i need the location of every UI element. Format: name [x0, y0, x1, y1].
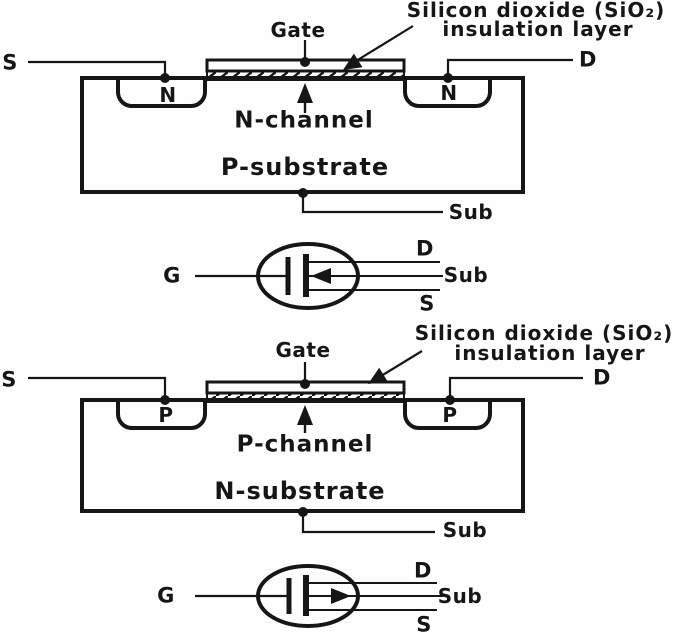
source-wire: [28, 376, 167, 399]
insulation-label-line2: insulation layer: [454, 341, 646, 365]
source-p-well: [116, 399, 207, 430]
substrate-contact: [298, 188, 308, 198]
source-contact: [160, 395, 170, 405]
source-terminal-label: S: [1, 367, 17, 392]
symbol-substrate-label: Sub: [443, 263, 489, 287]
symbol-gate-label: G: [163, 263, 181, 288]
drain-wire: [446, 58, 573, 77]
symbol-drain-label: D: [414, 558, 432, 583]
substrate-contact: [298, 507, 308, 517]
drain-region-label: N: [440, 81, 458, 105]
drain-contact: [443, 73, 453, 83]
gate-contact: [300, 57, 310, 67]
symbol-source-label: S: [419, 291, 435, 316]
insulation-label-line1: Silicon dioxide (SiO₂): [406, 0, 666, 22]
nmos-symbol: [195, 242, 443, 310]
gate-label: Gate: [275, 338, 331, 362]
substrate-terminal-label: Sub: [448, 200, 494, 224]
drain-p-well: [403, 399, 492, 430]
insulation-label-line1: Silicon dioxide (SiO₂): [414, 321, 674, 345]
symbol-source-label: S: [416, 612, 432, 633]
channel-arrow-icon: [297, 83, 313, 103]
source-terminal-label: S: [2, 50, 18, 75]
substrate-arrow-in-icon: [311, 268, 331, 284]
substrate-wire: [301, 194, 443, 214]
pmos-symbol: [195, 564, 443, 628]
substrate-terminal-label: Sub: [442, 518, 488, 542]
source-wire: [28, 60, 167, 77]
pmos-cross-section: [28, 350, 583, 534]
insulation-pointer-line: [380, 350, 423, 377]
drain-terminal-label: D: [579, 47, 597, 72]
substrate-label: P-substrate: [220, 153, 390, 181]
source-n-well: [116, 77, 207, 108]
insulation-pointer-arrow-icon: [343, 53, 363, 70]
source-region-label: N: [159, 83, 177, 107]
drain-contact: [445, 395, 455, 405]
drain-wire: [448, 376, 583, 399]
insulation-pointer-line: [355, 25, 414, 62]
symbol-substrate-label: Sub: [437, 584, 483, 608]
substrate-label: N-substrate: [214, 477, 386, 505]
insulation-pointer-arrow-icon: [368, 367, 388, 384]
gate-label: Gate: [270, 18, 326, 42]
substrate-arrow-out-icon: [331, 588, 351, 604]
gate-contact: [300, 379, 310, 389]
insulation-label-line2: insulation layer: [442, 17, 634, 41]
symbol-drain-label: D: [416, 236, 434, 261]
channel-arrow-icon: [297, 405, 313, 425]
drain-region-label: P: [442, 403, 458, 427]
channel-label: N-channel: [234, 107, 374, 134]
channel-label: P-channel: [236, 431, 374, 458]
drain-n-well: [403, 77, 492, 108]
symbol-gate-label: G: [157, 583, 175, 608]
drain-terminal-label: D: [593, 365, 611, 390]
nmos-cross-section: [28, 25, 573, 214]
source-region-label: P: [158, 403, 174, 427]
source-contact: [160, 73, 170, 83]
substrate-wire: [301, 513, 435, 534]
